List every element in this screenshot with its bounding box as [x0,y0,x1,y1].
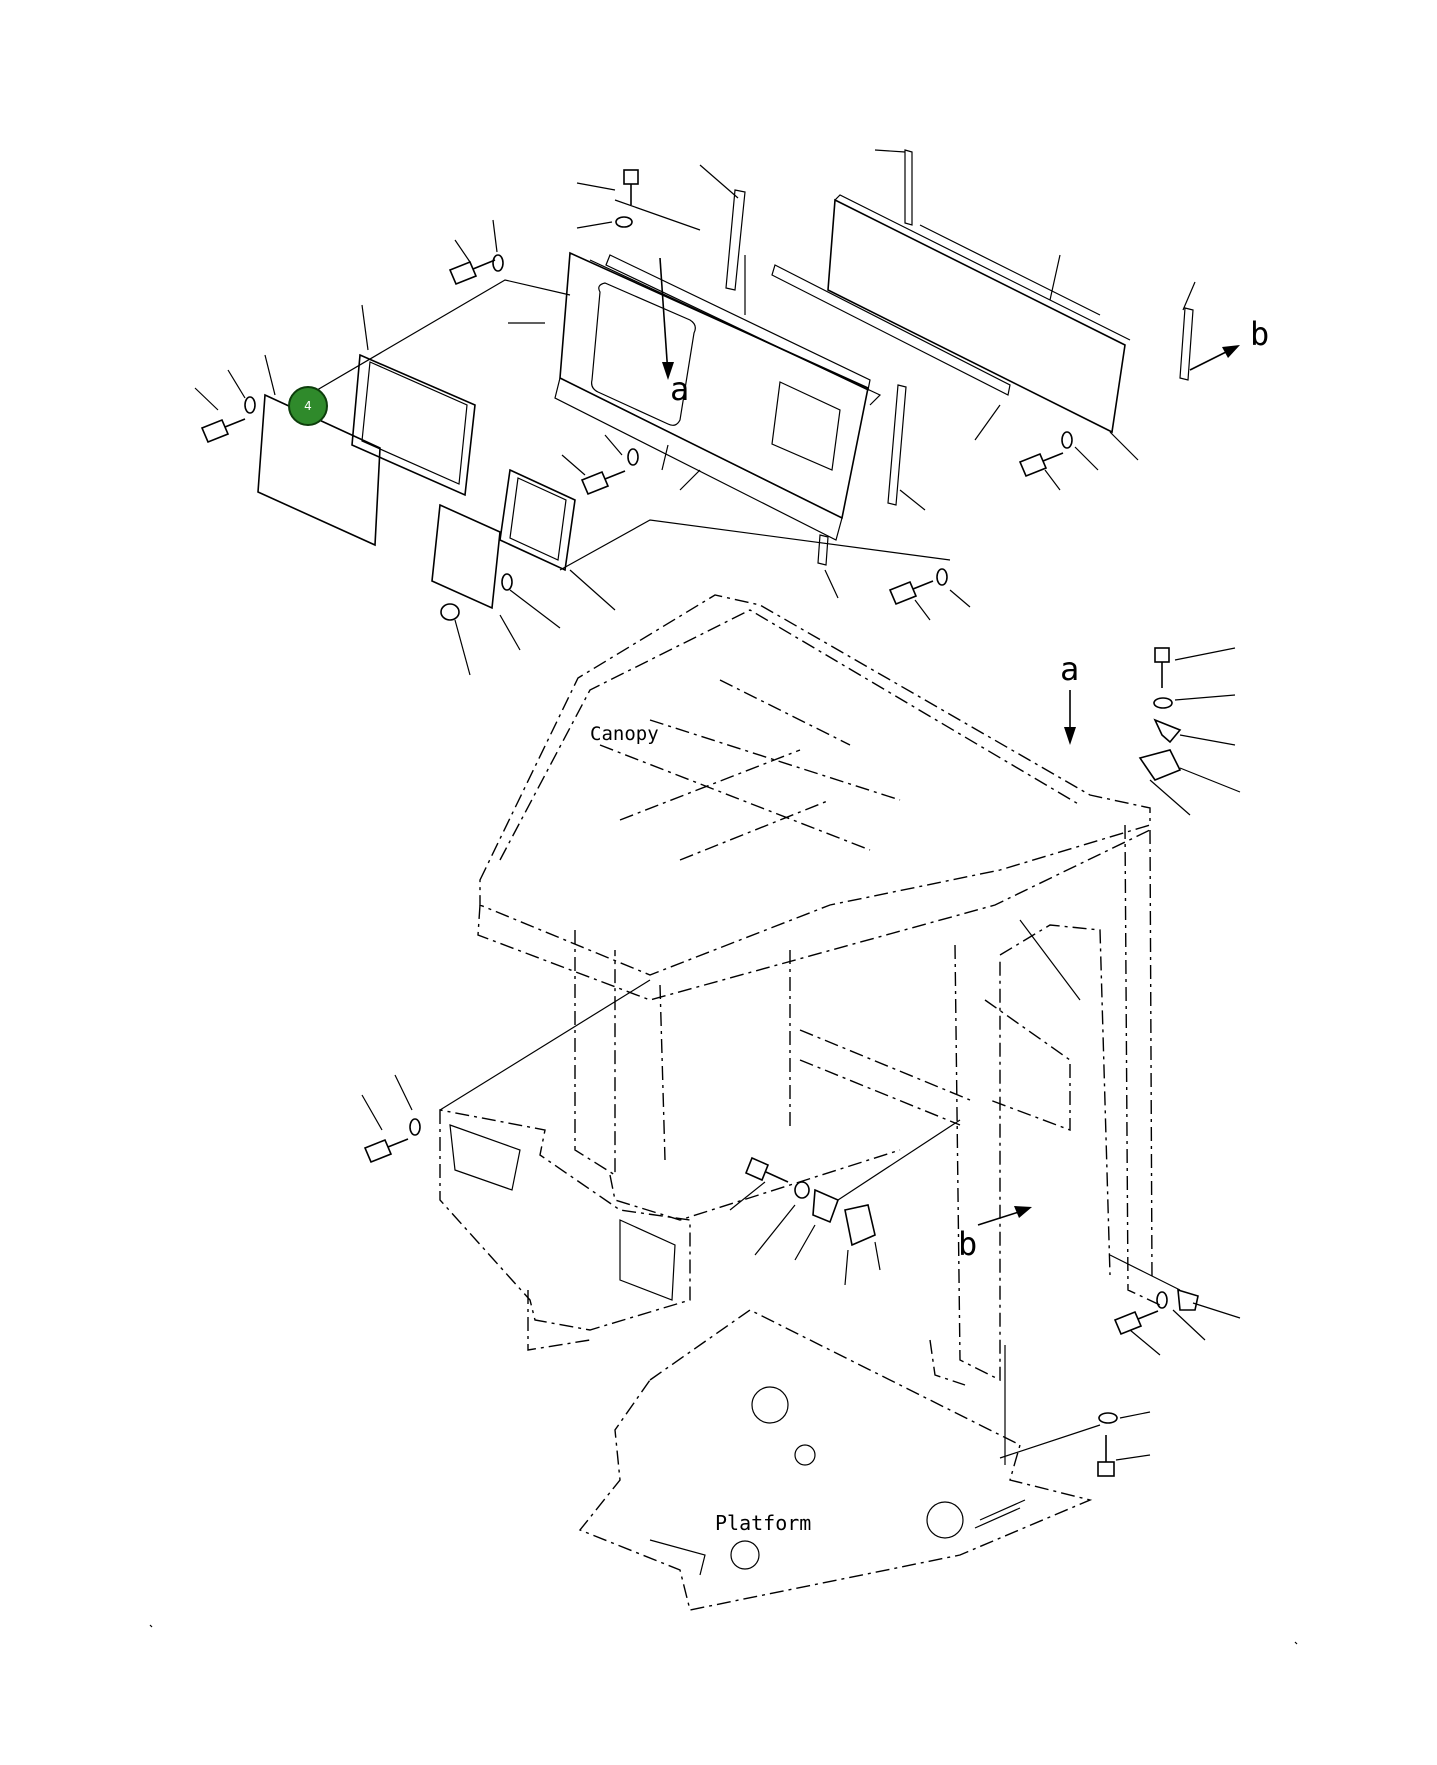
upper-panel-group [257,149,1240,610]
bolt-6 [888,580,934,606]
platform-label: Platform [715,1511,811,1535]
view-a-label-upper: a [670,370,689,408]
bolt-3 [200,418,246,444]
view-b-label: b [958,1225,977,1263]
bolt-middle [744,1156,789,1183]
bolt-left-frame [363,1138,409,1164]
view-b-label-upper: b [1250,315,1269,353]
washers [244,216,1073,621]
leader-lines-upper [194,149,1196,676]
bolt-5 [1018,452,1064,478]
left-bracket [361,979,691,1351]
canopy [477,594,1161,1386]
callout-4[interactable]: 4 [288,386,328,426]
bolt-4 [580,470,626,496]
platform [578,1309,1093,1611]
lower-right-fasteners [999,1254,1241,1477]
bolt-1 [623,169,639,205]
upper-fasteners [200,169,1073,621]
middle-clamp-parts [729,1119,961,1286]
canopy-right-fasteners [1138,647,1241,816]
bolt-2 [448,259,496,286]
canopy-label: Canopy [590,723,659,745]
view-a-label: a [1060,650,1079,688]
bolt-lower-right [1113,1310,1159,1336]
